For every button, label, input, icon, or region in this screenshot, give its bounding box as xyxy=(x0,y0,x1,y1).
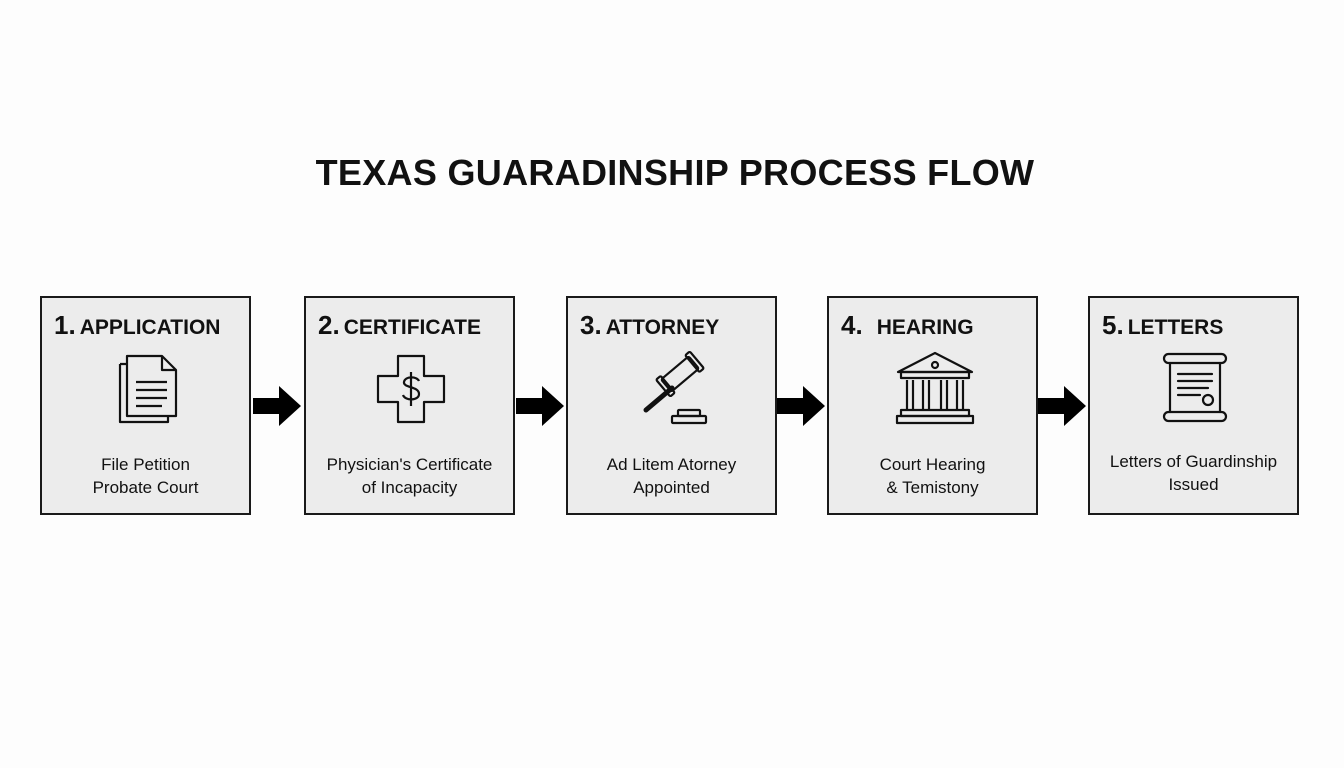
step-description: Ad Litem Atorney Appointed xyxy=(606,455,737,497)
medical-cross-dollar-icon xyxy=(376,354,446,424)
step-number: 4. xyxy=(841,310,863,340)
step-header: 4. HEARING xyxy=(841,310,974,341)
scroll-icon xyxy=(1162,352,1228,423)
step-header: 1.APPLICATION xyxy=(54,310,220,341)
step-header: 2.CERTIFICATE xyxy=(318,310,481,341)
step-description: Letters of Guardinship Issued xyxy=(1109,452,1278,494)
step-description: Court Hearing & Temistony xyxy=(879,455,986,497)
step-name: LETTERS xyxy=(1127,316,1224,339)
step-description: Physician's Certificate of Incapacity xyxy=(326,455,493,497)
step-name: CERTIFICATE xyxy=(343,316,481,339)
step-header: 3.ATTORNEY xyxy=(580,310,719,341)
step-description: File Petition Probate Court xyxy=(92,455,199,497)
step-hearing: 4. HEARING Court Hearing & Temistony xyxy=(827,296,1038,515)
arrow-right-icon xyxy=(516,386,566,426)
step-letters: 5.LETTERS Letters of Guardinship Issued xyxy=(1088,296,1299,515)
arrow-right-icon xyxy=(253,386,303,426)
step-number: 1. xyxy=(54,310,76,340)
arrow-right-icon xyxy=(1038,386,1088,426)
step-name: ATTORNEY xyxy=(605,316,720,339)
arrow-right-icon xyxy=(777,386,827,426)
step-number: 5. xyxy=(1102,310,1124,340)
document-icon xyxy=(118,354,178,424)
step-number: 2. xyxy=(318,310,340,340)
step-header: 5.LETTERS xyxy=(1102,310,1223,341)
step-attorney: 3.ATTORNEY Ad Litem Atorney Appointed xyxy=(566,296,777,515)
step-application: 1.APPLICATION File Petition Probate Cour… xyxy=(40,296,251,515)
step-number: 3. xyxy=(580,310,602,340)
courthouse-icon xyxy=(895,351,975,425)
step-name: HEARING xyxy=(876,316,974,339)
step-name: APPLICATION xyxy=(79,316,221,339)
diagram-title: TEXAS GUARADINSHIP PROCESS FLOW xyxy=(315,152,1035,193)
step-certificate: 2.CERTIFICATE Physician's Certificate of… xyxy=(304,296,515,515)
gavel-icon xyxy=(643,350,708,425)
